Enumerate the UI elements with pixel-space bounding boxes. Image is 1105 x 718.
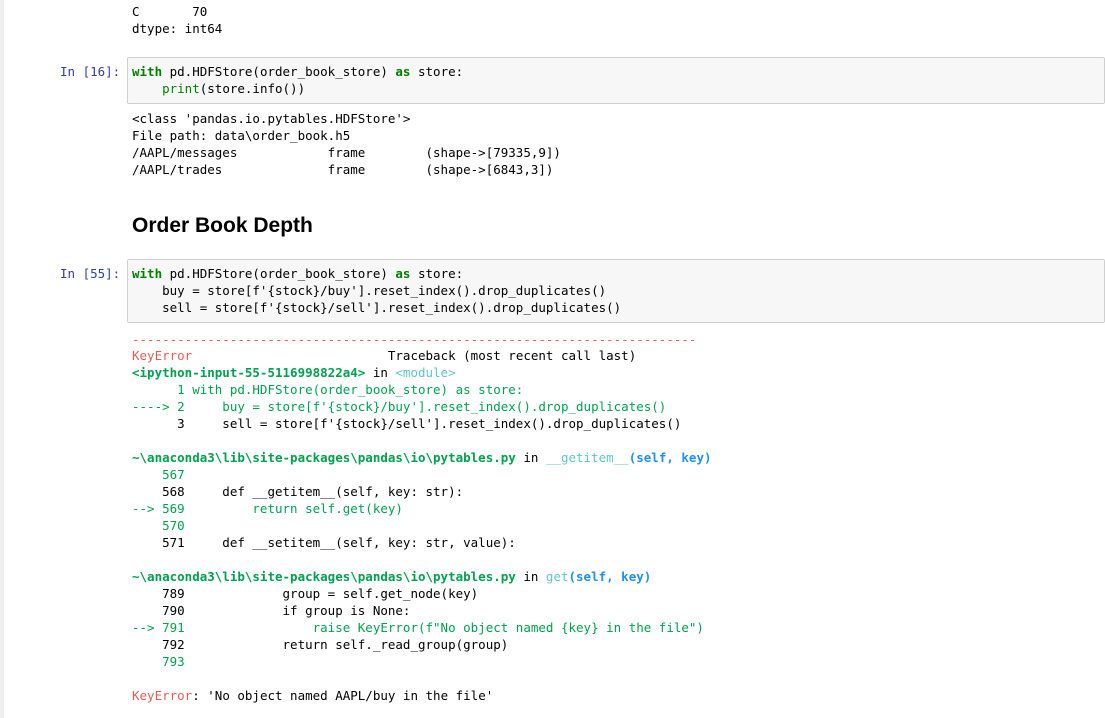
traceback-code-line: 3 sell = store[f'{stock}/sell'].reset_in… <box>132 416 682 431</box>
traceback-code-line: 1 with pd.HDFStore(order_book_store) as … <box>132 382 524 397</box>
code-line: with pd.HDFStore(order_book_store) as st… <box>132 64 464 79</box>
section-heading: Order Book Depth <box>132 214 313 237</box>
output-line: File path: data\order_book.h5 <box>132 128 351 143</box>
traceback-code-line-current: --> 569 return self.get(key) <box>132 501 403 516</box>
output-line: /AAPL/trades frame (shape->[6843,3]) <box>132 162 554 177</box>
traceback-location: <ipython-input-55-5116998822a4> in <modu… <box>132 365 456 380</box>
output-line: <class 'pandas.io.pytables.HDFStore'> <box>132 111 411 126</box>
traceback-code-line: 567 <box>132 467 193 482</box>
output-line: C 70 <box>132 4 208 19</box>
traceback-code-line-current: ----> 2 buy = store[f'{stock}/buy'].rese… <box>132 399 667 414</box>
code-line: sell = store[f'{stock}/sell'].reset_inde… <box>132 300 622 315</box>
code-line: print(store.info()) <box>162 81 306 96</box>
traceback-code-line: 793 <box>132 654 193 669</box>
code-line: buy = store[f'{stock}/buy'].reset_index(… <box>132 283 607 298</box>
traceback-location: ~\anaconda3\lib\site-packages\pandas\io\… <box>132 569 652 584</box>
traceback-code-line: 570 <box>132 518 193 533</box>
notebook-left-margin <box>0 0 4 718</box>
traceback-separator: ----------------------------------------… <box>132 332 697 347</box>
traceback-code-line: 789 group = self.get_node(key) <box>132 586 479 601</box>
traceback-code-line: 571 def __setitem__(self, key: str, valu… <box>132 535 516 550</box>
traceback-code-line-current: --> 791 raise KeyError(f"No object named… <box>132 620 704 635</box>
traceback-header: KeyError Traceback (most recent call las… <box>132 348 637 363</box>
traceback-error-message: KeyError: 'No object named AAPL/buy in t… <box>132 688 494 703</box>
cell-prompt: In [55]: <box>60 266 121 281</box>
traceback-code-line: 792 return self._read_group(group) <box>132 637 509 652</box>
output-line: dtype: int64 <box>132 21 223 36</box>
code-cell-input[interactable] <box>127 57 1105 104</box>
traceback-location: ~\anaconda3\lib\site-packages\pandas\io\… <box>132 450 712 465</box>
cell-prompt: In [16]: <box>60 64 121 79</box>
traceback-code-line: 568 def __getitem__(self, key: str): <box>132 484 464 499</box>
traceback-code-line: 790 if group is None: <box>132 603 411 618</box>
code-line: with pd.HDFStore(order_book_store) as st… <box>132 266 464 281</box>
code-cell-input[interactable] <box>127 259 1105 323</box>
output-line: /AAPL/messages frame (shape->[79335,9]) <box>132 145 561 160</box>
